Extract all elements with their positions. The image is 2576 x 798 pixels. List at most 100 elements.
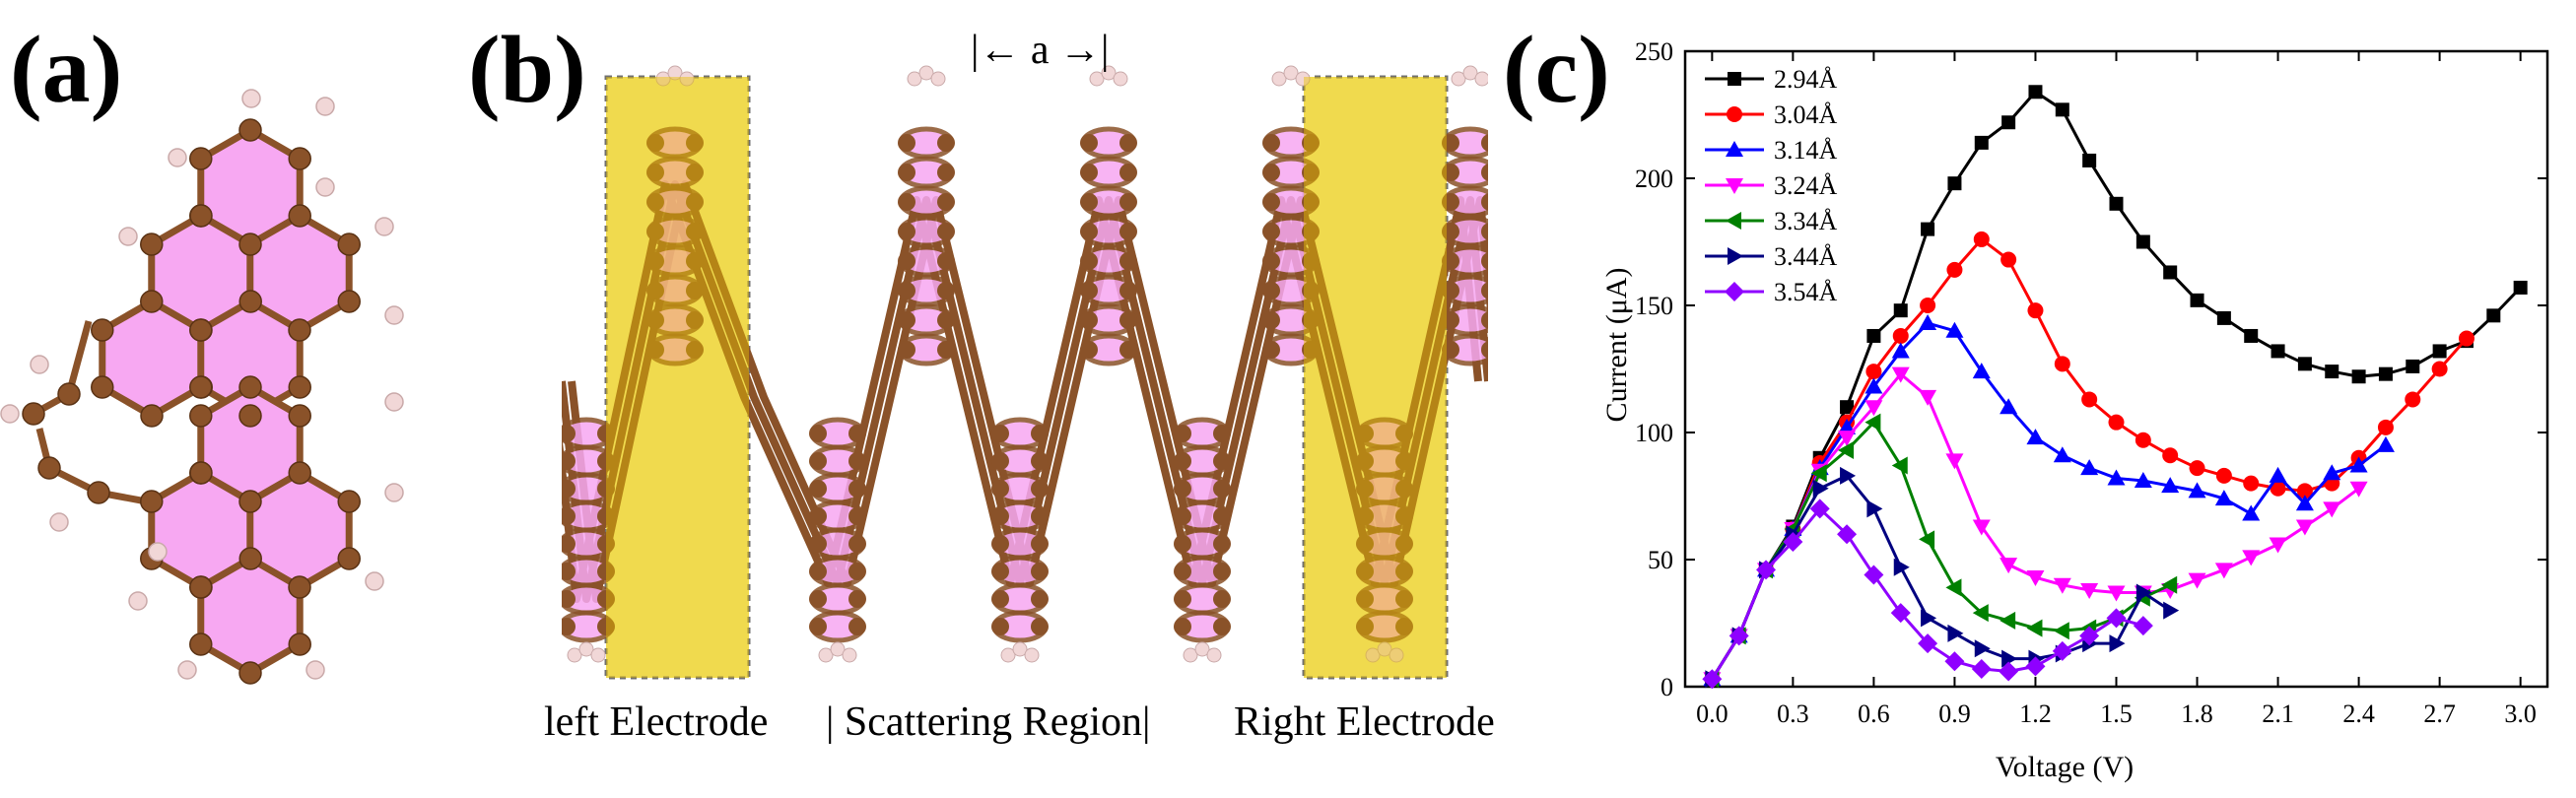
carbon-atom [1031,425,1049,442]
carbon-atom [848,535,866,553]
carbon-atom [686,341,704,359]
carbon-atom [1119,311,1137,329]
carbon-atom [991,535,1009,553]
hydrogen-atom [679,71,695,87]
carbon-atom [809,480,827,498]
data-point [1702,669,1723,690]
hydrogen-atom [1113,71,1128,87]
data-point [2053,446,2071,463]
carbon-atom [937,341,955,359]
carbon-atom [686,134,704,152]
carbon-atom [937,134,955,152]
hydrogen-atom [1012,641,1028,657]
carbon-atom [1442,252,1459,270]
carbon-atom [140,404,164,428]
data-point [1974,135,1989,150]
carbon-atom [562,563,576,580]
carbon-atom [991,618,1009,635]
carbon-atom [1356,507,1374,525]
data-point [1919,530,1935,549]
carbon-atom [1213,507,1231,525]
carbon-atom [189,461,213,485]
data-point [2190,293,2204,307]
data-point [1728,72,1741,86]
data-point [2214,490,2233,506]
data-point [2163,265,2178,280]
carbon-atom [1031,563,1049,580]
hydrogen-atom [168,148,187,167]
carbon-atom [562,507,576,525]
carbon-atom [1356,590,1374,608]
data-point [1918,633,1938,654]
data-point [2243,475,2260,492]
data-point [2133,616,2153,636]
carbon-atom [337,490,361,513]
hydrogen-atom [1000,647,1016,663]
hydrogen-atom [1295,71,1311,87]
data-point [1972,363,1991,379]
hydrogen-atom [578,641,594,657]
x-tick-label: 0.9 [1938,699,1971,728]
carbon-atom [562,452,576,470]
data-point [2107,469,2126,486]
data-point [2026,570,2045,587]
data-point [1921,222,1935,236]
data-point [2081,391,2098,408]
carbon-atom [562,535,576,553]
carbon-atom [898,311,915,329]
data-point [2000,398,2018,415]
carbon-atom [597,480,615,498]
carbon-atom [238,118,262,142]
carbon-atom [898,164,915,181]
carbon-chain [35,428,153,506]
x-tick-label: 1.2 [2019,699,2052,728]
data-point [1893,303,1908,318]
carbon-atom [1442,223,1459,240]
carbon-atom [1080,341,1098,359]
hydrogen-atom [374,217,394,236]
data-point [2432,344,2447,359]
x-tick-label: 3.0 [2504,699,2537,728]
carbon-atom [1031,507,1049,525]
data-point [2351,369,2366,384]
legend-label: 3.44Å [1774,242,1838,271]
data-point [2189,460,2205,477]
carbon-atom [1174,590,1191,608]
carbon-atom [238,404,262,428]
carbon-atom [1302,341,1320,359]
data-point [2108,414,2125,431]
right-electrode-caption: Right Electrode [1234,699,1495,745]
hydrogen-atom [1194,641,1210,657]
data-point [1972,519,1991,536]
carbon-atom [1262,164,1280,181]
data-point [1810,464,1827,483]
y-tick-label: 100 [1635,419,1673,447]
carbon-atom [646,134,664,152]
carbon-atom [337,233,361,256]
legend-label: 3.04Å [1774,100,1838,129]
data-point [2270,480,2286,497]
carbon-atom [1262,223,1280,240]
carbon-atom [991,507,1009,525]
carbon-atom [646,164,664,181]
data-point [1726,141,1743,157]
data-point [1892,327,1909,344]
panel-a-label: (a) [10,17,123,123]
data-point [1946,261,1963,278]
carbon-atom [337,547,361,570]
carbon-atom [1481,193,1488,211]
carbon-atom [1395,535,1413,553]
carbon-atom [288,204,311,228]
device-side-view [562,65,1488,680]
data-point [2055,102,2069,117]
data-point [2323,464,2341,481]
carbon-atom [1302,282,1320,299]
data-point [2325,365,2339,379]
data-point [1974,639,1991,658]
scattering-region-caption: | Scattering Region| [826,699,1151,745]
data-point [2109,634,2126,653]
carbon-atom [1356,535,1374,553]
series-3.34Å [1703,413,2178,689]
carbon-atom [898,134,915,152]
carbon-atom [288,404,311,428]
